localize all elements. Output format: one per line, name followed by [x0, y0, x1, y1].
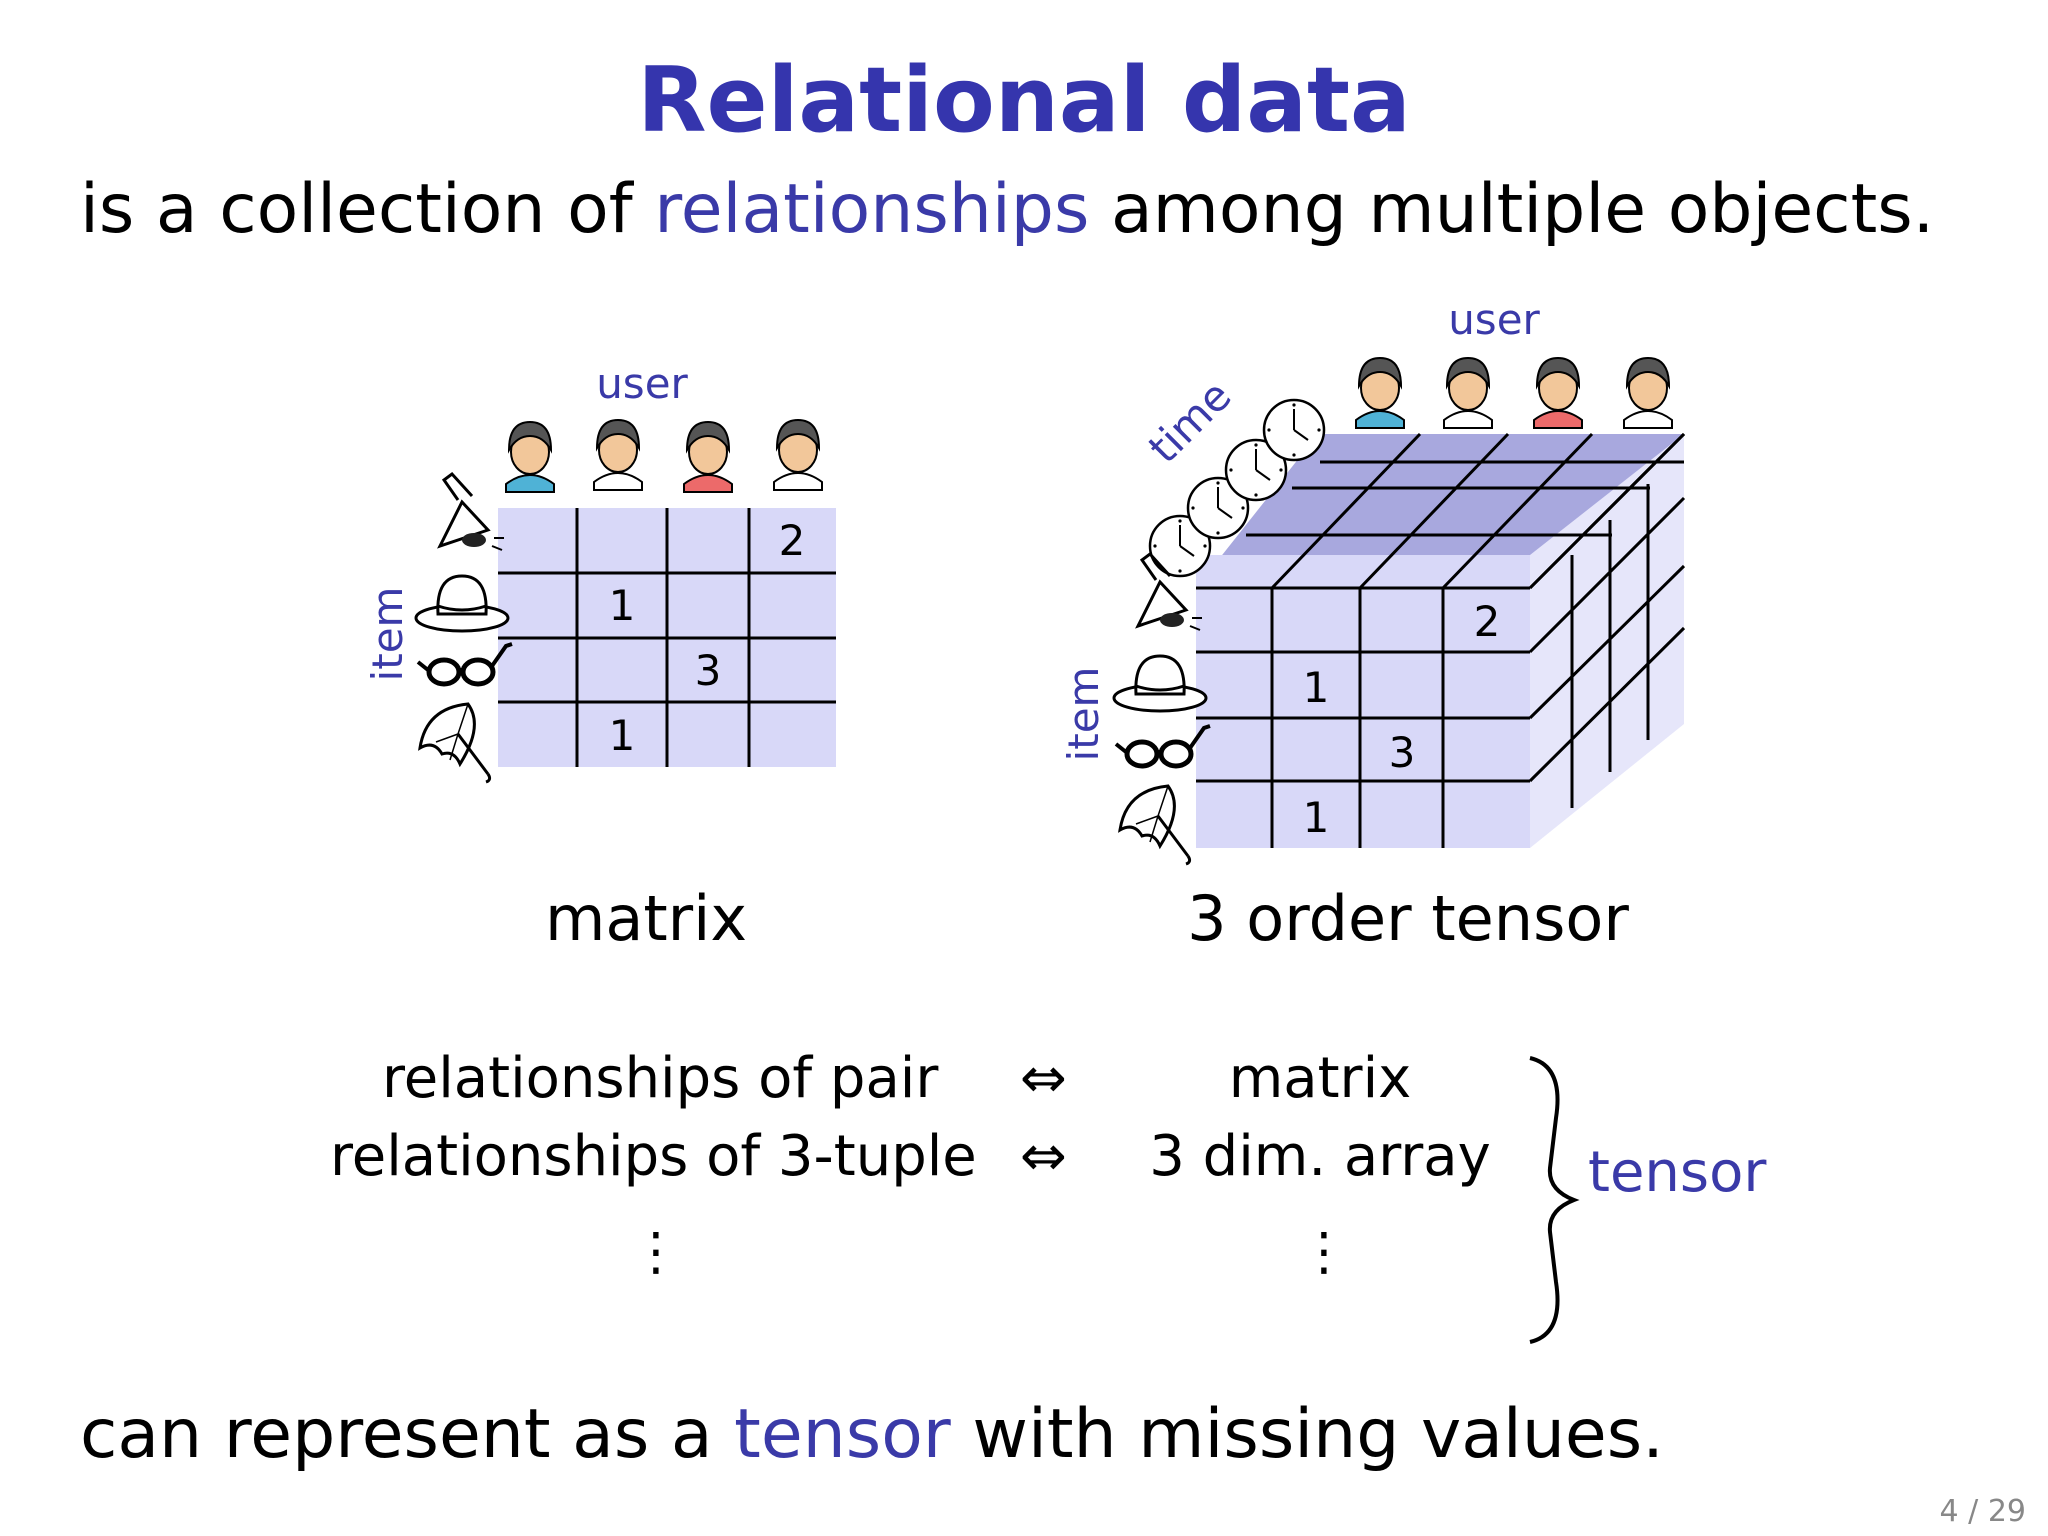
matrix-diagram: 2 1 3 1 user item matrix — [363, 359, 836, 955]
vertical-dots-left: ⋮ — [630, 1222, 682, 1282]
tensor-time-label: time — [1139, 371, 1241, 473]
tensor-cell-value: 1 — [1303, 793, 1330, 842]
vertical-dots-right: ⋮ — [1298, 1222, 1350, 1282]
user-avatar-icon — [773, 419, 823, 491]
intro-prefix: is a collection of — [80, 170, 655, 249]
user-avatar-icon — [1533, 357, 1583, 429]
tensor-grid-lines — [1196, 432, 1686, 848]
user-avatar-icon — [1443, 357, 1493, 429]
matrix-grid-lines — [498, 508, 836, 767]
umbrella-icon — [1118, 784, 1192, 866]
matrix-caption: matrix — [545, 882, 747, 955]
tensor-cells: 2 1 3 1 — [1303, 597, 1501, 842]
matrix-user-label: user — [596, 359, 688, 408]
matrix-user-icons — [505, 419, 823, 493]
intro-highlight: relationships — [654, 170, 1090, 249]
relation-right: matrix — [1228, 1046, 1412, 1111]
tensor-item-label: item — [1059, 667, 1108, 762]
glasses-icon — [418, 644, 512, 684]
tensor-item-icons — [1112, 552, 1210, 866]
brace-label: tensor — [1588, 1140, 1767, 1205]
relation-left: relationships of pair — [382, 1046, 939, 1111]
user-avatar-icon — [1623, 357, 1673, 429]
outro-suffix: with missing values. — [950, 1395, 1664, 1474]
lamp-icon — [438, 472, 506, 552]
tensor-user-label: user — [1448, 295, 1540, 344]
tensor-caption: 3 order tensor — [1187, 882, 1629, 955]
glasses-icon — [1116, 726, 1210, 766]
hat-icon — [414, 574, 510, 633]
tensor-front-face — [1196, 555, 1530, 848]
relation-right: 3 dim. array — [1149, 1124, 1491, 1189]
tensor-cell-value: 1 — [1303, 663, 1330, 712]
user-avatar-icon — [505, 421, 555, 493]
user-avatar-icon — [1355, 357, 1405, 429]
clock-icon — [1262, 398, 1326, 462]
tensor-user-icons — [1355, 357, 1673, 429]
matrix-cell-value: 3 — [695, 646, 722, 695]
relation-left: relationships of 3-tuple — [330, 1124, 977, 1189]
tensor-diagram: 2 1 3 1 user item time 3 order tensor — [1059, 295, 1686, 955]
user-avatar-icon — [593, 419, 643, 491]
tensor-cell-value: 2 — [1474, 597, 1501, 646]
hat-icon — [1112, 654, 1208, 713]
matrix-item-label: item — [363, 587, 412, 682]
matrix-cell-value: 2 — [779, 516, 806, 565]
matrix-item-icons — [414, 472, 512, 784]
matrix-cell-value: 1 — [609, 581, 636, 630]
matrix-cell-value: 1 — [609, 711, 636, 760]
curly-brace — [1529, 1056, 1580, 1344]
umbrella-icon — [418, 702, 492, 784]
equivalence-arrow: ⇔ — [1020, 1124, 1067, 1189]
matrix-cells: 2 1 3 1 — [609, 516, 806, 760]
user-avatar-icon — [683, 421, 733, 493]
equivalence-arrow: ⇔ — [1020, 1046, 1067, 1111]
slide-title: Relational data — [637, 48, 1411, 153]
outro-sentence: can represent as a tensor with missing v… — [80, 1395, 1664, 1474]
intro-sentence: is a collection of relationships among m… — [80, 170, 1934, 249]
page-number: 4 / 29 — [1939, 1494, 2026, 1529]
outro-prefix: can represent as a — [80, 1395, 735, 1474]
outro-highlight: tensor — [734, 1395, 951, 1474]
tensor-cell-value: 3 — [1389, 728, 1416, 777]
intro-suffix: among multiple objects. — [1089, 170, 1935, 249]
